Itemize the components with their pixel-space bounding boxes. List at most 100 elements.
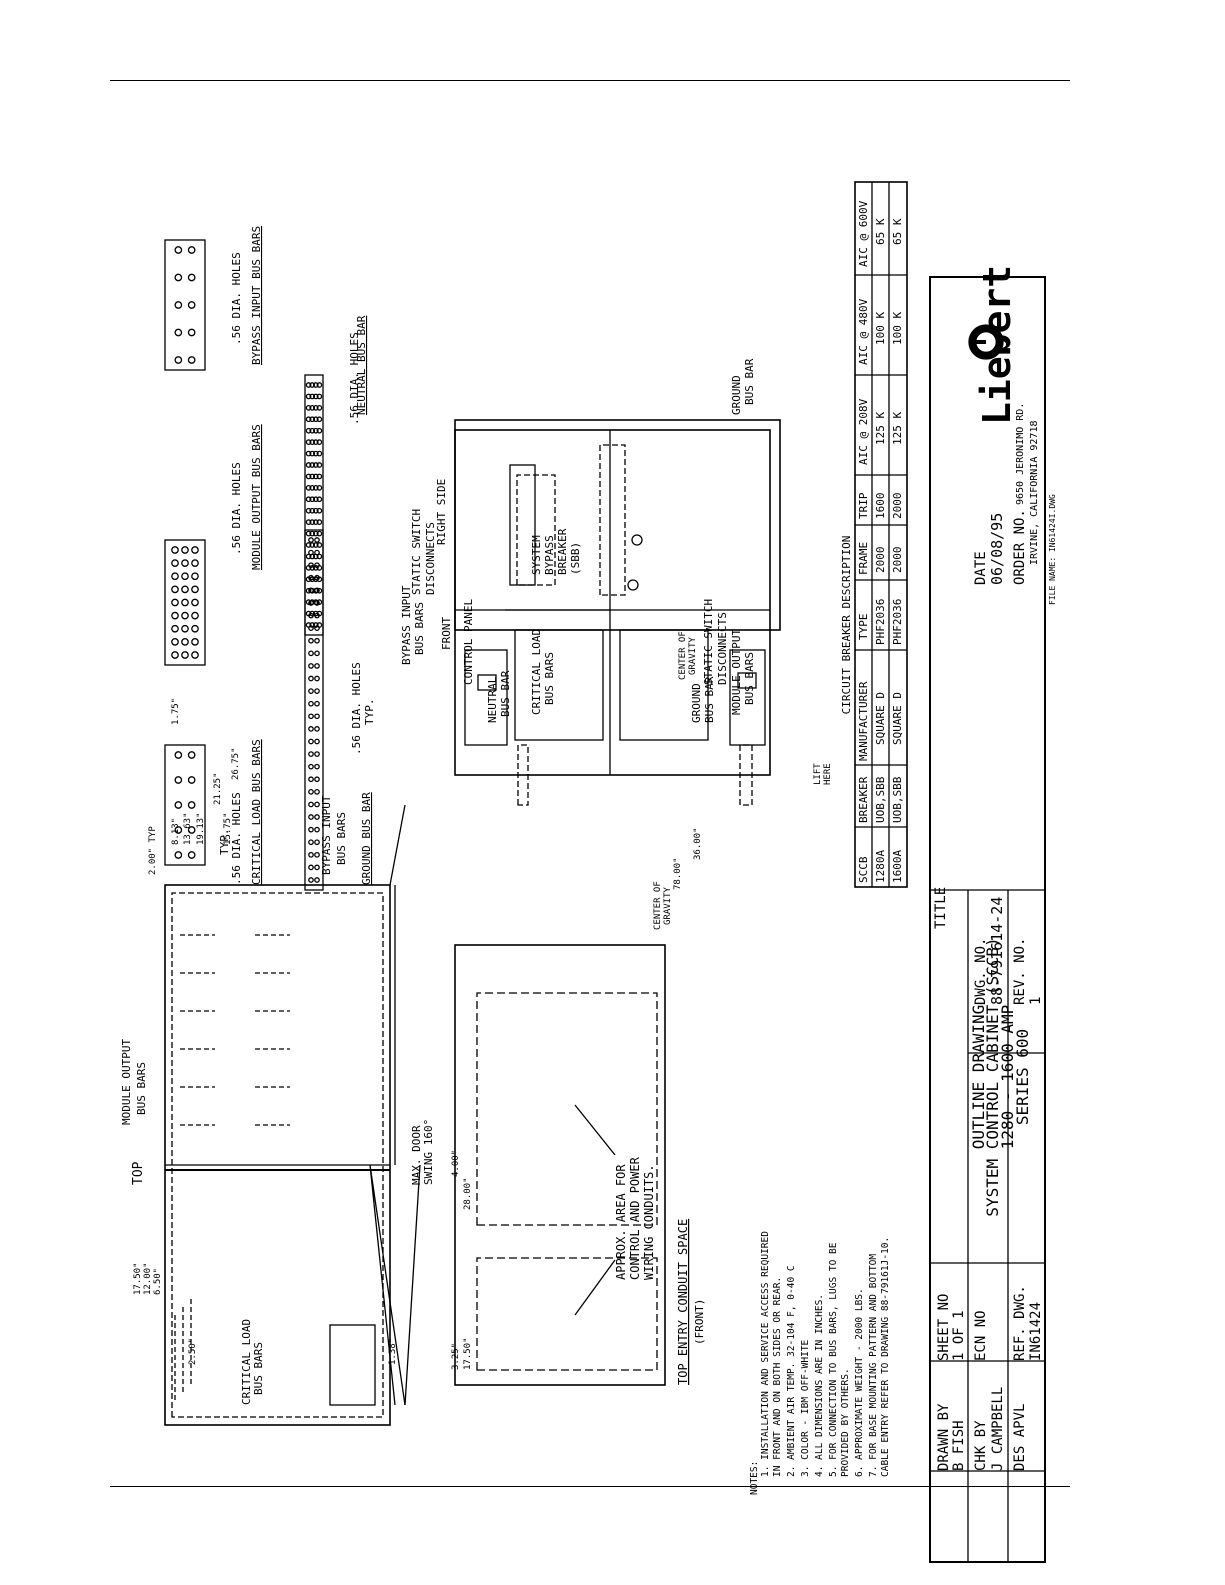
module-output-bus-bar-hole: [171, 638, 179, 646]
dim: 78.00": [673, 857, 683, 890]
critical-load-bus-bar-hole: [187, 826, 196, 834]
file-name: FILE NAME: IN61424I.DWG: [1048, 494, 1057, 605]
top-view-critical-load-1: CRITICAL LOAD: [240, 1319, 253, 1405]
neutral-bus-bar-hole: [305, 599, 312, 605]
neutral-bus-bar-hole: [305, 576, 312, 583]
ground-bus-bar-hole: [308, 864, 314, 871]
neutral-bus-bar-hole: [316, 416, 323, 423]
neutral-bus-bar-hole: [309, 427, 316, 434]
neutral-bus-bar-hole: [305, 473, 312, 480]
title-label: TITLE: [933, 887, 949, 929]
breaker-cell: 125 K: [874, 412, 887, 445]
note-line: CABLE ENTRY REFER TO DRAWING 88-79161J-1…: [880, 1237, 891, 1477]
neutral-bus-bar-hole: [309, 553, 316, 560]
dim: 3.25": [451, 1343, 461, 1370]
neutral-bus-bar-hole: [312, 382, 319, 388]
breaker-cell: 125 K: [891, 412, 904, 445]
bypass-input-bus-bar-hole: [187, 273, 196, 282]
sbb-label: BREAKER: [556, 528, 569, 575]
neutral-bus-bar-hole: [312, 622, 319, 628]
title-line-4: SERIES 600: [1013, 1029, 1032, 1125]
breaker-cell: SQUARE D: [874, 692, 887, 745]
neutral-bus-bar-hole: [316, 393, 323, 400]
breaker-header-sccb: SCCB: [857, 856, 870, 883]
neutral-holes: .56 DIA. HOLES: [348, 332, 361, 425]
title-line-3: 1280 - 1600 AMP: [998, 1005, 1017, 1150]
order-no-label: ORDER NO.: [1012, 509, 1028, 585]
right-ground-1: GROUND: [730, 375, 743, 415]
breaker-header-aic-208: AIC @ 208V: [857, 398, 870, 465]
dwg-no-label: DWG. NO.: [973, 938, 989, 1005]
top-rule: [110, 80, 1070, 81]
ground-bus-bar-hole: [308, 688, 314, 694]
neutral-bus-bar-hole: [309, 405, 316, 411]
neutral-bus-bar-hole: [309, 519, 316, 525]
neutral-bus-bar-hole: [312, 416, 319, 423]
top-view-bypass-input-1: BYPASS INPUT: [320, 795, 333, 875]
top-view-door-1: MAX. DOOR: [410, 1125, 423, 1185]
chk-by: J CAMPBELL: [990, 1387, 1006, 1471]
right-module-2: BUS BARS: [743, 652, 756, 705]
neutral-bus-bar-hole: [309, 530, 316, 537]
critical-load-bus-bar-hole: [187, 751, 196, 759]
note-line: 1. INSTALLATION AND SERVICE ACCESS REQUI…: [760, 1231, 771, 1477]
critical-load-bus-bar-hole: [174, 751, 183, 759]
ground-bus-bar-hole: [308, 877, 314, 883]
module-output-caption: MODULE OUTPUT BUS BARS: [250, 424, 263, 570]
neutral-caption: NEUTRAL BUS BAR: [355, 315, 368, 415]
front-ground-1: GROUND: [690, 683, 703, 723]
neutral-bus-bar-hole: [312, 576, 319, 583]
static-switch-top-2: DISCONNECTS: [424, 522, 437, 595]
ground-bus-bar-hole: [314, 789, 320, 795]
dim: 2.50": [188, 1338, 198, 1365]
neutral-bus-bar-hole: [312, 565, 319, 571]
module-output-bus-bar-hole: [181, 598, 189, 607]
ground-bus-bar-hole: [308, 839, 314, 846]
right-critical-1: CRITICAL LOAD: [530, 629, 543, 715]
ground-bus-bar-hole: [308, 637, 314, 644]
neutral-bus-bar-hole: [305, 530, 312, 537]
lift-here-1: LIFT: [813, 763, 823, 785]
ground-bus-bar-hole: [314, 663, 320, 669]
title-line-1: OUTLINE DRAWING: [969, 1005, 988, 1150]
module-output-bus-bar-hole: [171, 624, 179, 633]
breaker-cell: 65 K: [891, 218, 904, 245]
neutral-bus-bar-hole: [309, 473, 316, 480]
company-address-2: IRVINE, CALIFORNIA 92718: [1029, 421, 1040, 566]
module-output-bus-bar-hole: [181, 624, 189, 633]
neutral-bus-bar-hole: [305, 427, 312, 434]
breaker-header-aic-480: AIC @ 480V: [857, 298, 870, 365]
ground-bus-bar-hole: [314, 763, 320, 770]
module-output-bus-bar-hole: [191, 624, 199, 633]
breaker-table: [854, 181, 908, 888]
right-ground-2: BUS BAR: [743, 358, 756, 405]
breaker-cell: 2000: [891, 547, 904, 574]
rev-no: 1: [1028, 997, 1044, 1005]
module-output-bus-bar-hole: [191, 611, 199, 620]
neutral-bus-bar-hole: [312, 553, 319, 560]
module-output-bus-bar-hole: [181, 638, 189, 646]
right-side-label: RIGHT SIDE: [435, 479, 448, 545]
ground-bus-bar-hole: [314, 700, 320, 707]
breaker-cell: PHF2036: [874, 599, 887, 645]
module-output-bus-bar-hole: [191, 572, 199, 581]
module-output-bus-bar-hole: [171, 598, 179, 607]
liebert-power-icon: [968, 324, 1004, 360]
neutral-bus-bar-hole: [316, 427, 323, 434]
dim: 28.00": [463, 1177, 473, 1210]
neutral-bus-bar-hole: [305, 519, 312, 525]
title-block: [929, 276, 1046, 1563]
neutral-bus-bar-hole: [316, 462, 323, 468]
front-control-panel: CONTROL PANEL: [462, 599, 475, 685]
dim: 36.00": [693, 827, 703, 860]
neutral-bus-bar-hole: [312, 427, 319, 434]
right-side-view: [454, 419, 781, 631]
dim: 12.00": [143, 1262, 153, 1295]
top-view-bypass-input-2: BUS BARS: [335, 812, 348, 865]
breaker-header-aic-600: AIC @ 600V: [857, 200, 870, 267]
neutral-bus-bar-hole: [316, 439, 323, 445]
neutral-bus-bar-hole: [312, 462, 319, 468]
breaker-cell: UOB,SBB: [874, 776, 887, 823]
rev-no-label: REV. NO.: [1012, 938, 1028, 1005]
sbb-label: BYPASS: [543, 535, 556, 575]
